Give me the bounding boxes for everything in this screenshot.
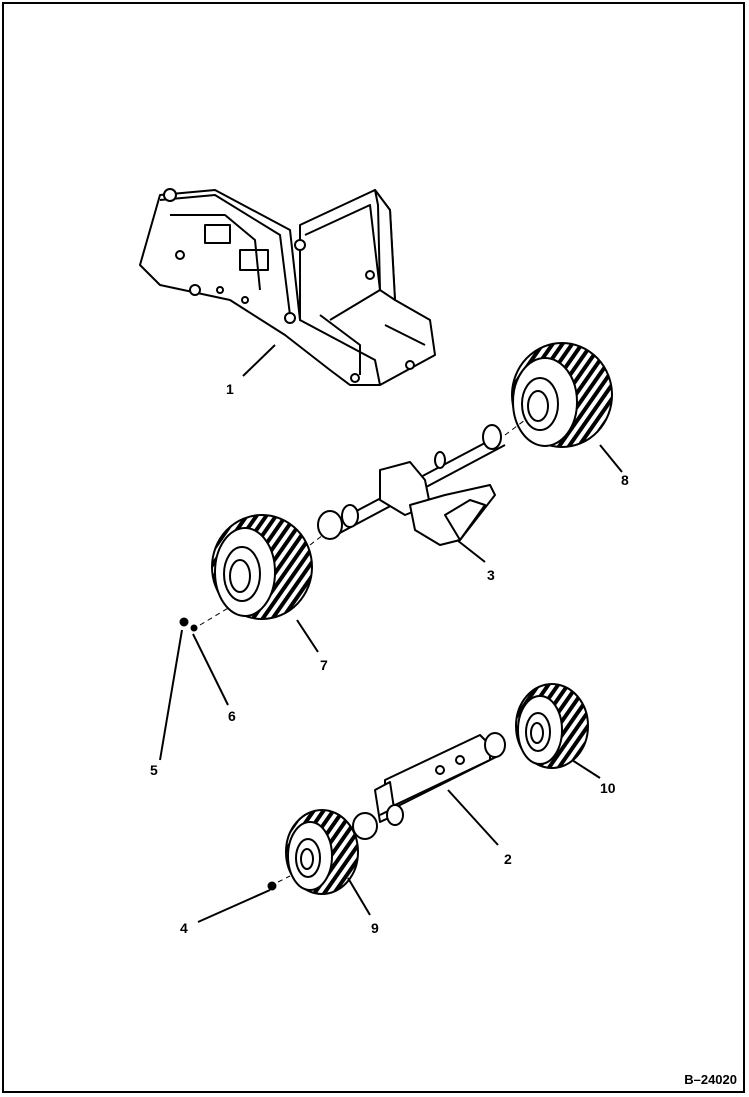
callout-9: 9 <box>371 920 379 936</box>
front-axle-assembly <box>352 732 506 840</box>
tire-front-right <box>515 683 589 769</box>
callout-6: 6 <box>228 708 236 724</box>
callout-3: 3 <box>487 567 495 583</box>
tire-front-left <box>285 809 359 895</box>
tire-rear-left <box>211 514 313 620</box>
lug-nuts <box>179 617 277 891</box>
assembly-dash-lines <box>199 419 526 883</box>
callout-7: 7 <box>320 657 328 673</box>
figure-id-label: B–24020 <box>684 1072 737 1087</box>
leader-lines <box>159 344 623 923</box>
tire-rear-right <box>511 342 613 448</box>
callout-4: 4 <box>180 920 188 936</box>
callout-2: 2 <box>504 851 512 867</box>
callout-8: 8 <box>621 472 629 488</box>
callout-10: 10 <box>600 780 616 796</box>
callouts: 1 2 3 4 5 6 7 8 9 10 <box>150 381 629 936</box>
chassis-frame <box>139 188 436 386</box>
callout-5: 5 <box>150 762 158 778</box>
rear-axle-assembly <box>317 424 506 546</box>
callout-1: 1 <box>226 381 234 397</box>
